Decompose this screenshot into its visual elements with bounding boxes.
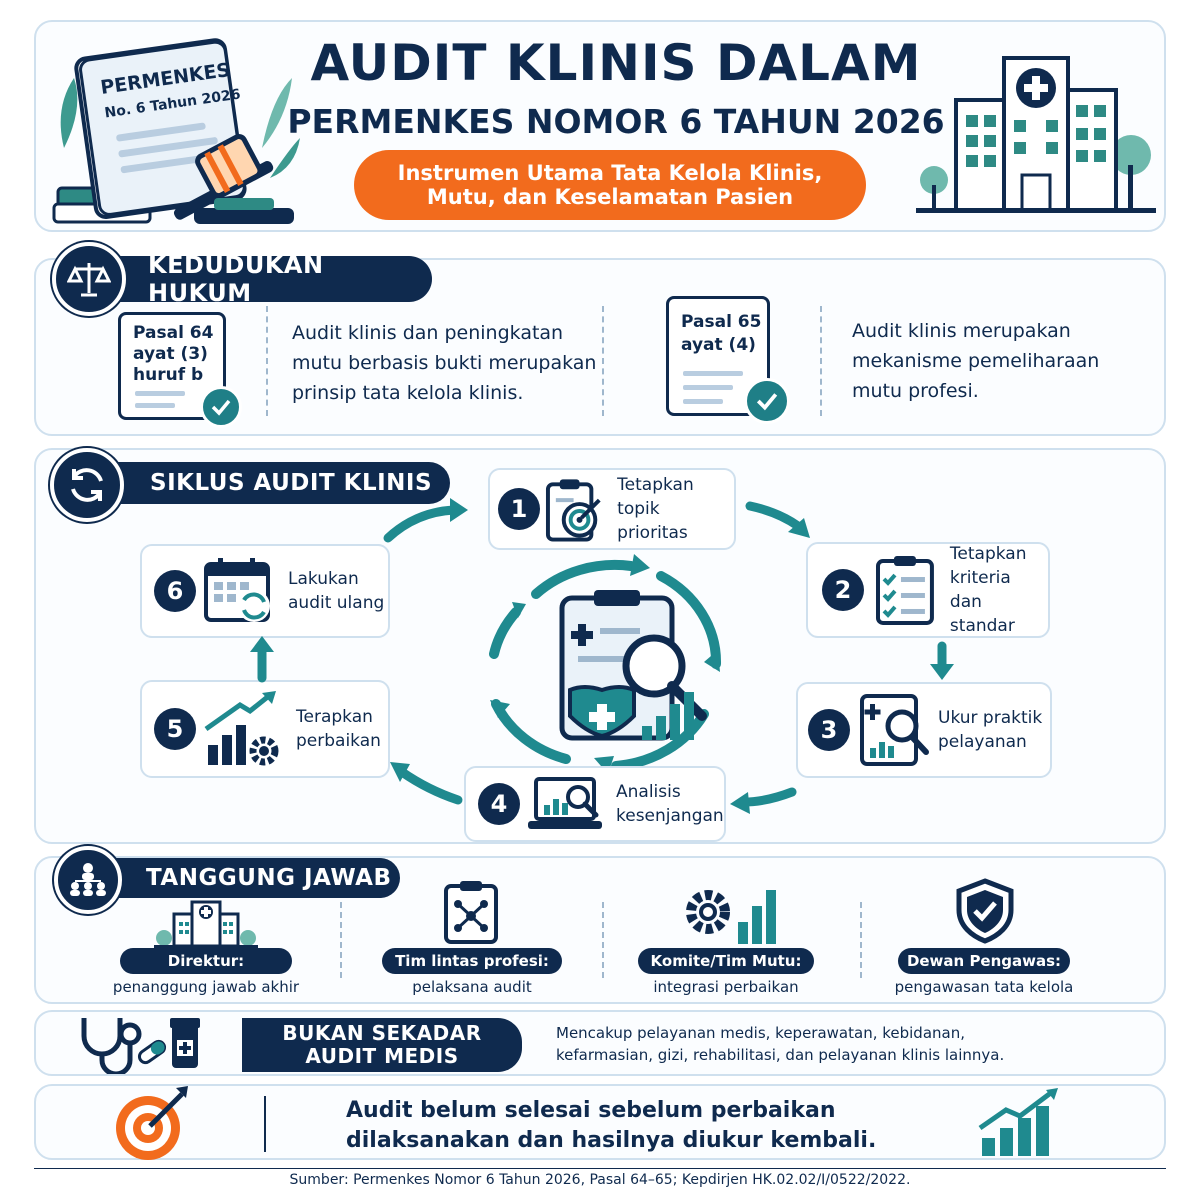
laptop-analysis-icon (528, 777, 602, 829)
network-clipboard-icon (444, 881, 498, 944)
scope-title-line2: AUDIT MEDIS (305, 1044, 459, 1068)
responsibility-section-title: TANGGUNG JAWAB (94, 858, 400, 898)
source-text: Sumber: Permenkes Nomor 6 Tahun 2026, Pa… (289, 1172, 911, 1188)
step-number: 1 (498, 488, 540, 530)
step-text: Ukur praktik pelayanan (938, 708, 1043, 752)
scales-icon (52, 242, 126, 316)
legal-card: KEDUDUKAN HUKUM Pasal 64 ayat (3) huruf … (34, 242, 1166, 436)
step-number: 4 (478, 783, 520, 825)
legal-title-text: KEDUDUKAN HUKUM (148, 251, 324, 307)
legal-doc-2-label: Pasal 65 ayat (4) (681, 312, 762, 355)
closing-line2: dilaksanakan dan hasilnya diukur kembali… (346, 1128, 877, 1153)
scope-text-line1: Mencakup pelayanan medis, keperawatan, k… (556, 1024, 965, 1042)
responsibility-label-3: Komite/Tim Mutu: (638, 948, 814, 974)
step-text: Analisis kesenjangan (616, 782, 724, 826)
refresh-icon (50, 448, 124, 522)
subtitle-line2: Mutu, dan Keselamatan Pasien (426, 185, 794, 209)
cycle-step-1: 1 Tetapkan topik prioritas (488, 468, 736, 550)
step-number: 6 (154, 570, 196, 612)
responsibility-card: TANGGUNG JAWAB Direktur: penanggung jawa… (34, 846, 1166, 1004)
responsibility-desc-1: penanggung jawab akhir (112, 978, 300, 996)
hospital-building-icon (916, 56, 1156, 213)
stethoscope-medicine-icon (81, 1018, 200, 1074)
step-number: 2 (822, 569, 864, 611)
responsibility-title-text: TANGGUNG JAWAB (146, 865, 392, 891)
scope-card: BUKAN SEKADAR AUDIT MEDIS Mencakup pelay… (34, 1010, 1166, 1076)
cycle-step-5: 5 Terapkan perbaikan (140, 680, 390, 778)
hospital-icon (154, 900, 258, 948)
page-title-line1: AUDIT KLINIS DALAM (310, 34, 922, 92)
check-icon-2 (744, 378, 790, 424)
responsibility-label-2: Tim lintas profesi: (382, 948, 562, 974)
legal-text-2: Audit klinis merupakan mekanisme pemelih… (852, 320, 1100, 402)
closing-card: Audit belum selesai sebelum perbaikan di… (34, 1084, 1166, 1160)
growth-gear-icon (204, 691, 279, 766)
scope-title-line1: BUKAN SEKADAR (282, 1021, 482, 1045)
gear-chart-icon (686, 890, 776, 944)
step-text: Tetapkan kriteria dan standar (949, 544, 1027, 636)
shield-check-icon (956, 878, 1014, 944)
magnify-chart-icon (860, 694, 929, 766)
checklist-icon (875, 556, 934, 625)
legal-text-1: Audit klinis dan peningkatan mutu berbas… (292, 322, 597, 404)
scope-title-box: BUKAN SEKADAR AUDIT MEDIS (242, 1018, 522, 1072)
cycle-step-3: 3 Ukur praktik pelayanan (796, 682, 1052, 778)
responsibility-label-4: Dewan Pengawas: (898, 948, 1070, 974)
step-text: Tetapkan topik prioritas (617, 475, 694, 543)
responsibility-desc-4: pengawasan tata kelola (894, 978, 1074, 996)
step-number: 5 (154, 708, 196, 750)
legal-section-title: KEDUDUKAN HUKUM (92, 251, 432, 307)
cycle-title-text: SIKLUS AUDIT KLINIS (150, 470, 433, 496)
responsibility-label-1: Direktur: (120, 948, 292, 974)
cycle-step-6: 6 Lakukan audit ulang (140, 544, 390, 638)
responsibility-desc-3: integrasi perbaikan (653, 978, 799, 996)
step-text: Terapkan perbaikan (296, 707, 381, 751)
target-arrow-icon (116, 1086, 188, 1160)
org-chart-icon (54, 846, 122, 914)
calendar-refresh-icon (204, 558, 270, 622)
subtitle-banner: Instrumen Utama Tata Kelola Klinis, Mutu… (354, 150, 866, 220)
check-icon (200, 386, 242, 428)
cycle-card: SIKLUS AUDIT KLINIS (34, 448, 1166, 844)
closing-line1: Audit belum selesai sebelum perbaikan (346, 1098, 836, 1123)
cycle-step-4: 4 Analisis kesenjangan (464, 766, 726, 842)
responsibility-desc-2: pelaksana audit (412, 978, 532, 996)
source-divider (34, 1168, 1166, 1169)
cycle-section-title: SIKLUS AUDIT KLINIS (90, 462, 450, 504)
legal-doc-1-label: Pasal 64 ayat (3) huruf b (133, 323, 214, 385)
page-title-line2: PERMENKES NOMOR 6 TAHUN 2026 (287, 102, 945, 141)
step-number: 3 (808, 709, 850, 751)
scope-text-line2: kefarmasian, gizi, rehabilitasi, dan pel… (556, 1046, 1005, 1064)
header-card: PERMENKES No. 6 Tahun 2026 AUDIT KLINIS … (34, 20, 1166, 232)
growth-chart-icon (978, 1088, 1058, 1156)
law-book-gavel-icon (52, 38, 300, 224)
cycle-step-2: 2 Tetapkan kriteria dan standar (806, 542, 1050, 638)
target-clipboard-icon (545, 479, 601, 542)
subtitle-line1: Instrumen Utama Tata Kelola Klinis, (397, 161, 823, 185)
cycle-center-illustration (489, 554, 722, 774)
step-text: Lakukan audit ulang (288, 569, 385, 613)
